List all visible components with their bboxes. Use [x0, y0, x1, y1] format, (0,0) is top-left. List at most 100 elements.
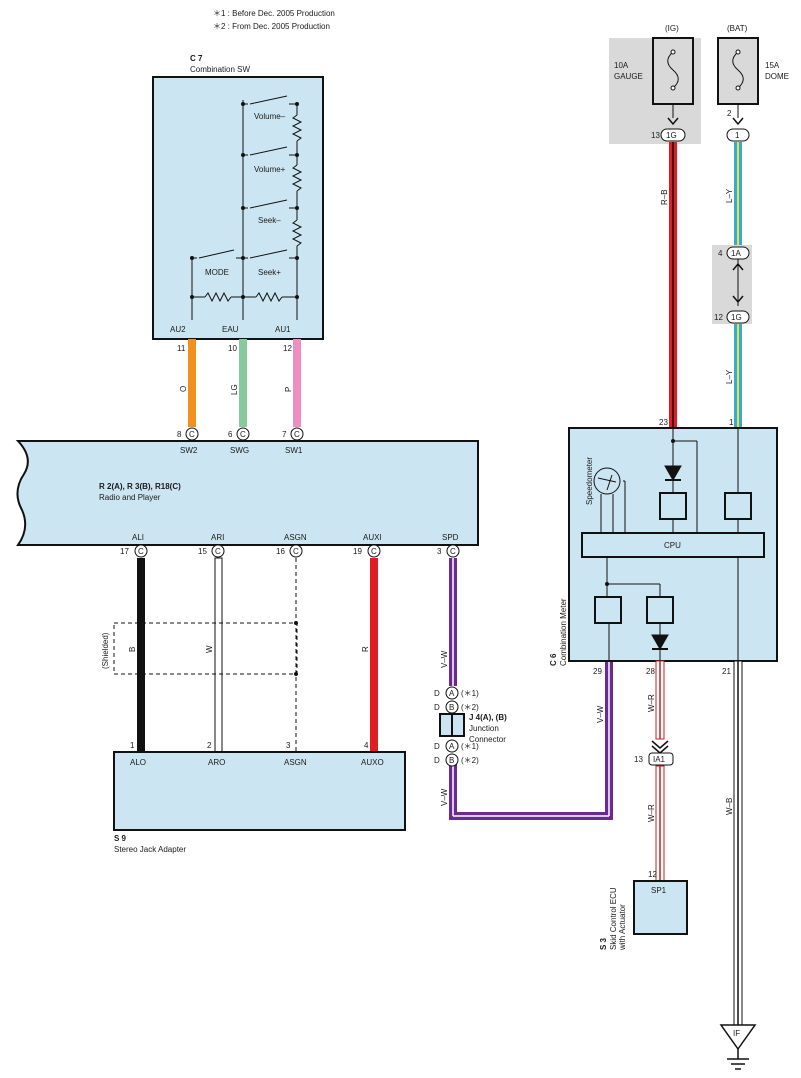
stereo-jack-pin-1: 1	[130, 741, 135, 750]
fuse-bat-icon	[732, 51, 744, 89]
stereo-jack-box	[113, 751, 406, 831]
conn-1g-top	[660, 128, 686, 142]
meter-pin-21: 21	[722, 667, 731, 676]
svg-text:B: B	[449, 756, 454, 765]
wire-pink	[293, 339, 301, 427]
fuse-ig-rating: 10A	[614, 61, 629, 70]
wire-orange	[188, 339, 196, 427]
svg-text:D: D	[434, 756, 440, 765]
wire-code-p: P	[284, 387, 293, 392]
fuse-bat-name: DOME	[765, 72, 789, 81]
wire-code-vw-2: V–W	[440, 788, 449, 806]
ground-connector	[719, 1024, 757, 1051]
wire-code-r: R	[361, 646, 370, 652]
fuse-ig-label: (IG)	[665, 24, 679, 33]
radio-term-sw1: SW1	[285, 446, 303, 455]
stereo-jack-pin-2: 2	[207, 741, 212, 750]
fuse-ig-icon	[667, 51, 679, 89]
speedometer-label: Speedometer	[585, 457, 594, 505]
stereo-jack-name: Stereo Jack Adapter	[114, 845, 186, 854]
pin-13-ia1: 13	[634, 755, 643, 764]
fuse-bat-label: (BAT)	[727, 24, 748, 33]
ground-label: IF	[733, 1029, 740, 1038]
radio-top-connectors: C C C	[185, 427, 304, 441]
wire-light-green	[239, 339, 247, 427]
radio-term-ari: ARI	[211, 533, 224, 542]
radio-pin-3: 3	[437, 547, 442, 556]
wire-violet-white	[449, 558, 613, 820]
wire-code-ly-1: L–Y	[725, 188, 734, 203]
pin-13-ig: 13	[651, 131, 660, 140]
pin-4-1a: 4	[718, 249, 723, 258]
wire-white	[214, 557, 223, 753]
svg-text:(＊1): (＊1)	[461, 689, 479, 698]
svg-text:(＊2): (＊2)	[461, 756, 479, 765]
pin-2-bat: 2	[727, 109, 732, 118]
fuse-bat-rating: 15A	[765, 61, 780, 70]
svg-text:(＊1): (＊1)	[461, 742, 479, 751]
combination-sw-term-eau: EAU	[222, 325, 239, 334]
wire-code-wr-2: W–R	[647, 804, 656, 822]
junction-name-1: Junction	[469, 724, 499, 733]
svg-text:A: A	[449, 742, 455, 751]
wire-white-red	[655, 660, 665, 882]
svg-text:C: C	[240, 430, 246, 439]
radio-term-swg: SWG	[230, 446, 249, 455]
radio-term-asgn: ASGN	[284, 533, 307, 542]
meter-pin-23: 23	[659, 418, 668, 427]
stereo-jack-term-auxo: AUXO	[361, 758, 384, 767]
combination-sw-code: C 7	[190, 54, 203, 63]
fuse-ig-name: GAUGE	[614, 72, 643, 81]
conn-1-bat	[726, 128, 750, 142]
wire-code-lg: LG	[230, 384, 239, 395]
note-2: ＊2 : From Dec. 2005 Production	[213, 22, 330, 31]
skid-ecu-code: S 3	[599, 937, 608, 950]
radio-pin-8: 8	[177, 430, 182, 439]
meter-pin-28: 28	[646, 667, 655, 676]
svg-text:1G: 1G	[666, 131, 677, 140]
svg-text:C: C	[189, 430, 195, 439]
radio-pin-19: 19	[353, 547, 362, 556]
wire-black	[137, 558, 145, 752]
combination-sw-term-au1: AU1	[275, 325, 291, 334]
svg-text:C: C	[294, 430, 300, 439]
conn-1g-lower	[726, 310, 750, 324]
skid-ecu-name-2: with Actuator	[618, 904, 627, 951]
radio-box	[15, 440, 479, 546]
fuse-ig-background	[609, 38, 701, 144]
svg-text:1G: 1G	[731, 313, 742, 322]
switch-volume-plus-label: Volume+	[254, 165, 286, 174]
stereo-jack-term-aro: ARO	[208, 758, 225, 767]
radio-term-spd: SPD	[442, 533, 459, 542]
wire-code-wr-1: W–R	[647, 694, 656, 712]
junction-code: J 4(A), (B)	[469, 713, 507, 722]
skid-ecu-pin-12: 12	[648, 870, 657, 879]
fuse-bat-box	[717, 37, 759, 105]
stereo-jack-pin-4: 4	[364, 741, 369, 750]
meter-name: Combination Meter	[559, 598, 568, 666]
pin-12: 12	[283, 344, 292, 353]
combination-sw-term-au2: AU2	[170, 325, 186, 334]
switch-mode-label: MODE	[205, 268, 229, 277]
svg-text:C: C	[293, 547, 299, 556]
svg-text:D: D	[434, 703, 440, 712]
radio-pin-15: 15	[198, 547, 207, 556]
wire-code-b: B	[128, 647, 137, 652]
ground-icon	[727, 1049, 749, 1070]
meter-pin-29: 29	[593, 667, 602, 676]
shielded-label: (Shielded)	[101, 632, 110, 669]
wire-white-black	[733, 660, 743, 1026]
junction-name-2: Connector	[469, 735, 506, 744]
meter-code: C 6	[549, 653, 558, 666]
radio-code: R 2(A), R 3(B), R18(C)	[99, 482, 181, 491]
stereo-jack-pin-3: 3	[286, 741, 291, 750]
svg-text:C: C	[450, 547, 456, 556]
svg-text:C: C	[371, 547, 377, 556]
radio-term-sw2: SW2	[180, 446, 198, 455]
svg-text:C: C	[138, 547, 144, 556]
wire-code-wb: W–B	[725, 798, 734, 815]
wire-code-o: O	[179, 386, 188, 392]
svg-text:(＊2): (＊2)	[461, 703, 479, 712]
wire-code-rb: R–B	[660, 189, 669, 205]
